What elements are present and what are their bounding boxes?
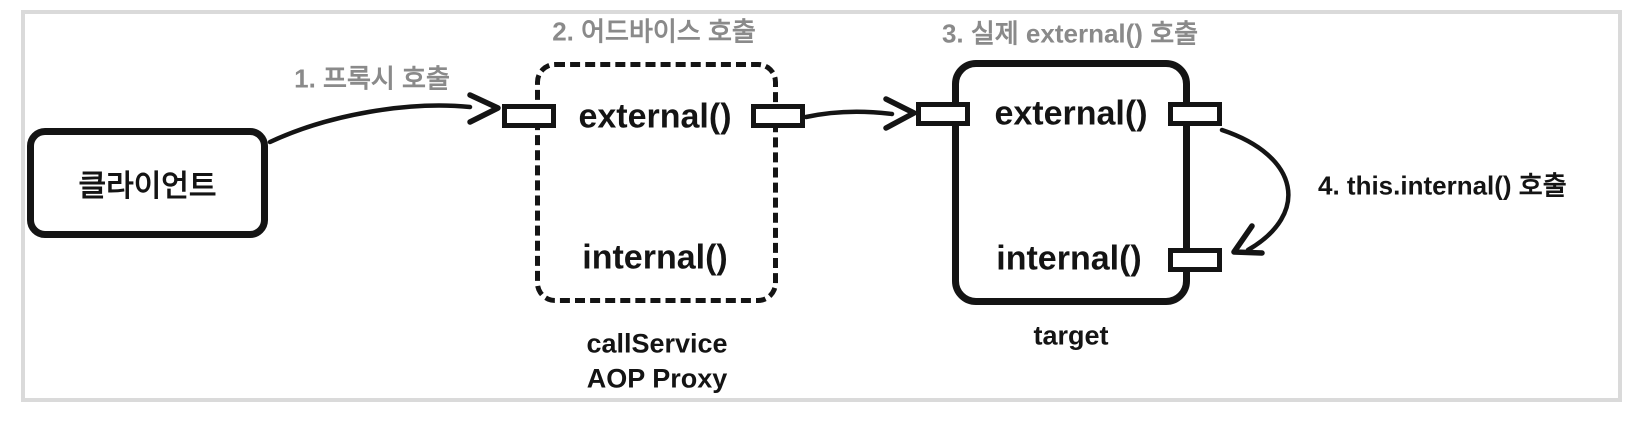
port-proxy-external-out	[751, 104, 805, 128]
port-target-external-in	[916, 102, 970, 126]
target-box	[952, 60, 1190, 305]
step2-advice-call-label: 2. 어드바이스 호출	[552, 16, 756, 47]
proxy-caption-line1: callService	[586, 328, 728, 359]
target-external-method-label: external()	[994, 94, 1148, 133]
target-caption: target	[1033, 320, 1109, 351]
proxy-external-method-label: external()	[578, 97, 732, 136]
client-box: 클라이언트	[27, 128, 268, 238]
port-target-internal-in	[1168, 248, 1222, 272]
target-internal-method-label: internal()	[996, 239, 1142, 278]
port-target-external-out	[1168, 102, 1222, 126]
step1-proxy-call-label: 1. 프록시 호출	[294, 63, 450, 94]
step3-real-external-call-label: 3. 실제 external() 호출	[941, 18, 1199, 49]
proxy-internal-method-label: internal()	[582, 238, 728, 277]
aop-proxy-box	[535, 62, 778, 303]
step4-this-internal-call-label: 4. this.internal() 호출	[1318, 170, 1567, 201]
diagram-frame	[21, 10, 1622, 402]
client-label: 클라이언트	[78, 170, 217, 203]
port-proxy-external-in	[502, 104, 556, 128]
proxy-caption-line2: AOP Proxy	[586, 363, 728, 394]
